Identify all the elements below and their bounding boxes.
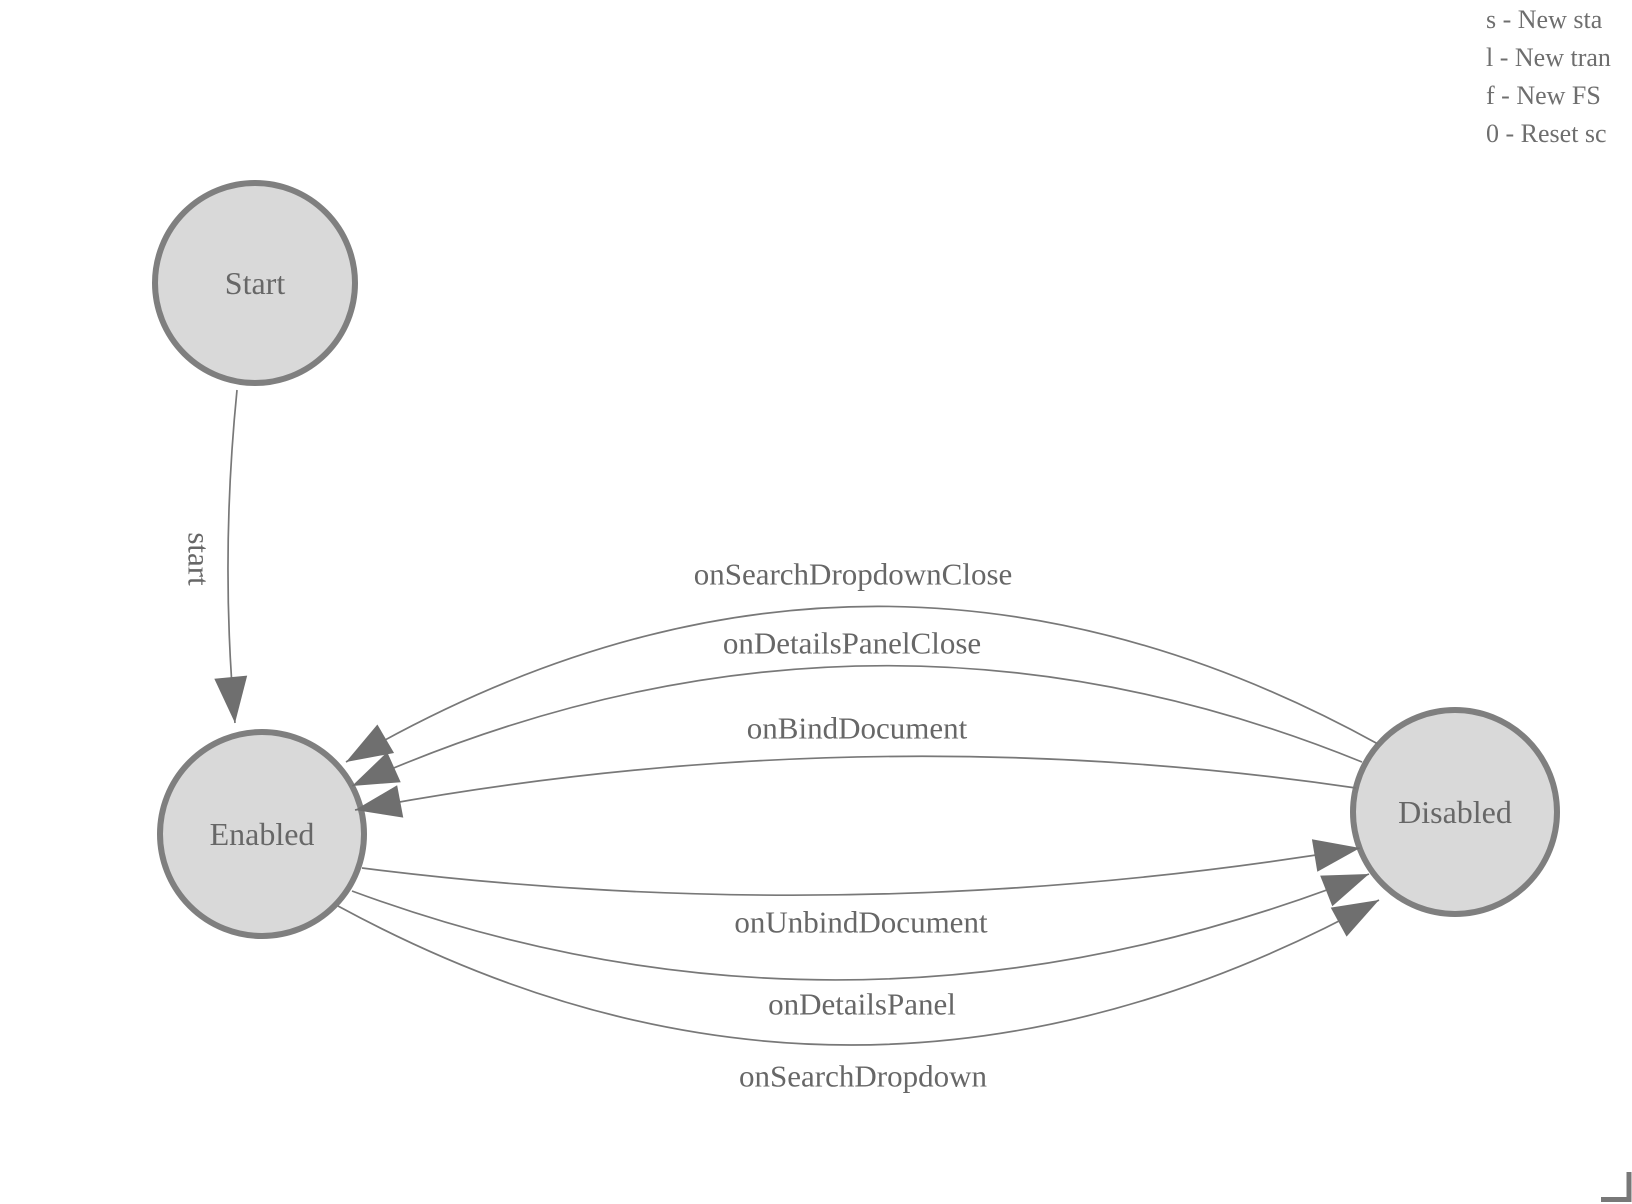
transition-onUnbindDocument[interactable]: onUnbindDocument [361, 832, 1363, 940]
transition-label: onBindDocument [747, 711, 968, 746]
state-label: Enabled [210, 816, 315, 852]
transition-label: onSearchDropdown [739, 1059, 987, 1094]
transition-path[interactable] [345, 605, 1379, 763]
arrowhead-icon [1320, 874, 1369, 907]
shortcuts-legend: s - New sta l - New tran f - New FS 0 - … [1486, 1, 1611, 153]
state-enabled[interactable]: Enabled [157, 729, 367, 939]
transition-path[interactable] [351, 873, 1370, 981]
corner-mark [1601, 1172, 1632, 1202]
transition-path[interactable] [351, 664, 1363, 787]
transition-label: onSearchDropdownClose [694, 557, 1013, 592]
legend-item: s - New sta [1486, 5, 1603, 34]
state-disabled[interactable]: Disabled [1350, 707, 1560, 917]
legend-item: 0 - Reset sc [1486, 119, 1607, 148]
transition-start[interactable]: start [182, 389, 252, 725]
arrowhead-icon [214, 675, 248, 723]
transition-onDetailsPanelClose[interactable]: onDetailsPanelClose [345, 626, 1363, 802]
state-circle[interactable] [1350, 707, 1560, 917]
transition-label: onUnbindDocument [734, 905, 988, 940]
state-label: Disabled [1398, 794, 1512, 830]
transition-label: onDetailsPanel [768, 987, 956, 1022]
arrowhead-icon [355, 785, 404, 818]
transition-path[interactable] [227, 389, 238, 724]
transition-path[interactable] [337, 899, 1380, 1046]
legend-item: l - New tran [1486, 43, 1611, 72]
legend-item: f - New FS [1486, 81, 1601, 110]
transition-onBindDocument[interactable]: onBindDocument [352, 711, 1357, 827]
transition-onSearchDropdownClose[interactable]: onSearchDropdownClose [338, 557, 1379, 777]
state-label: Start [225, 265, 286, 301]
arrowhead-icon [1330, 900, 1379, 937]
arrowhead-icon [346, 724, 395, 762]
transition-onDetailsPanel[interactable]: onDetailsPanel [351, 859, 1375, 1022]
state-start[interactable]: Start [152, 180, 358, 386]
arrowhead-icon [352, 752, 401, 786]
state-circle[interactable] [152, 180, 358, 386]
transition-path[interactable] [361, 847, 1361, 897]
transition-onSearchDropdown[interactable]: onSearchDropdown [337, 886, 1387, 1094]
transition-label: start [182, 532, 217, 586]
state-circle[interactable] [157, 729, 367, 939]
transition-label: onDetailsPanelClose [723, 626, 981, 661]
arrowhead-icon [1311, 839, 1360, 872]
transition-path[interactable] [354, 755, 1357, 811]
